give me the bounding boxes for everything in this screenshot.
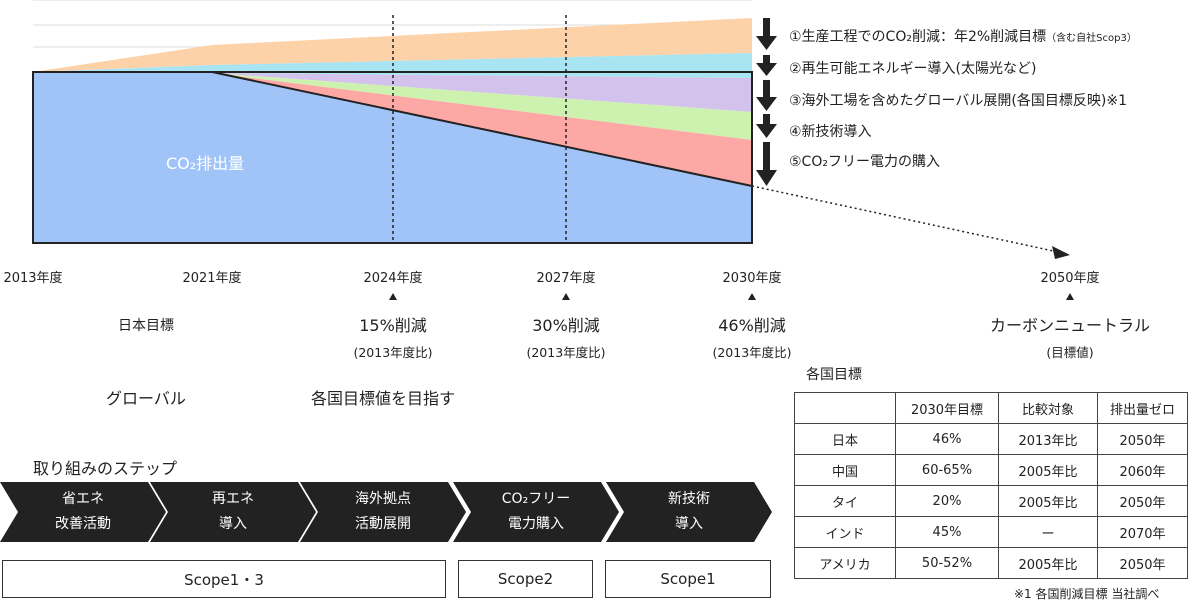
step-overseas-expansion: 海外拠点活動展開 xyxy=(300,482,466,542)
milestone-note: (2013年度比) xyxy=(526,345,606,360)
table-cell: 2005年比 xyxy=(998,485,1098,517)
table-cell: 46% xyxy=(895,423,999,455)
table-cell: 2050年 xyxy=(1097,485,1188,517)
down-arrow-4 xyxy=(756,114,777,138)
table-cell: タイ xyxy=(794,485,896,517)
step-line: 導入 xyxy=(675,516,703,532)
milestone-marker-icon xyxy=(748,293,756,300)
scope-2-box: Scope2 xyxy=(458,560,593,598)
steps-title: 取り組みのステップ xyxy=(33,459,178,478)
step-renewable-energy: 再エネ導入 xyxy=(150,482,316,542)
milestone-marker-icon xyxy=(389,293,397,300)
table-row: インド 45% ー 2070年 xyxy=(794,516,1188,548)
co2-emissions-area xyxy=(33,72,752,243)
down-arrow-3 xyxy=(756,80,777,111)
milestone-note: (2013年度比) xyxy=(353,345,433,360)
table-footnote: ※1 各国削減目標 当社調べ xyxy=(1014,587,1160,601)
table-cell: 日本 xyxy=(794,423,896,455)
scope-1-3-box: Scope1・3 xyxy=(2,560,446,598)
country-goals-table: 2030年目標 比較対象 排出量ゼロ 日本 46% 2013年比 2050年 中… xyxy=(794,392,1188,579)
year-label-2050: 2050年度 xyxy=(1040,271,1100,286)
milestone-marker-icon xyxy=(1066,293,1074,300)
down-arrow-1 xyxy=(756,18,777,50)
co2-emissions-label: CO₂排出量 xyxy=(166,154,245,173)
step-line: 改善活動 xyxy=(55,516,111,532)
milestone-note: (目標値) xyxy=(1046,345,1094,360)
table-cell: 2013年比 xyxy=(998,423,1098,455)
table-cell: 20% xyxy=(895,485,999,517)
step-line: 新技術 xyxy=(668,491,710,507)
projection-arrowhead xyxy=(1052,246,1070,259)
milestone-marker-icon xyxy=(562,293,570,300)
table-header: 比較対象 xyxy=(998,392,1098,424)
table-cell: ー xyxy=(998,516,1098,548)
year-label-2013: 2013年度 xyxy=(3,271,63,286)
step-line: 電力購入 xyxy=(507,516,564,532)
milestone-note: (2013年度比) xyxy=(712,345,792,360)
year-label-2027: 2027年度 xyxy=(536,271,596,286)
table-cell: 45% xyxy=(895,516,999,548)
table-cell: アメリカ xyxy=(794,547,896,579)
table-cell: 2005年比 xyxy=(998,547,1098,579)
table-cell: 2070年 xyxy=(1097,516,1188,548)
table-title: 各国目標 xyxy=(806,367,862,383)
global-label: グローバル xyxy=(106,389,186,408)
step-line: CO₂フリー xyxy=(501,491,571,507)
milestone-value: 46%削減 xyxy=(718,316,786,335)
projection-dotted-line xyxy=(751,185,1059,253)
year-label-2030: 2030年度 xyxy=(722,271,782,286)
table-cell: 60-65% xyxy=(895,454,999,486)
legend-note: （含む自社Scop3） xyxy=(1046,33,1137,44)
milestone-value: 30%削減 xyxy=(532,316,600,335)
step-line: 導入 xyxy=(219,516,247,532)
step-line: 活動展開 xyxy=(355,516,411,532)
table-row: 中国 60-65% 2005年比 2060年 xyxy=(794,454,1188,486)
legend-item-1: ①生産工程でのCO₂削減：年2%削減目標（含む自社Scop3） xyxy=(789,26,1137,46)
table-cell: 2060年 xyxy=(1097,454,1188,486)
year-label-2024: 2024年度 xyxy=(363,271,423,286)
legend-item-4: ④新技術導入 xyxy=(789,124,872,140)
table-cell: 2050年 xyxy=(1097,423,1188,455)
table-header: 2030年目標 xyxy=(895,392,999,424)
table-header: 排出量ゼロ xyxy=(1097,392,1188,424)
step-line: 再エネ xyxy=(212,491,254,507)
table-row: 日本 46% 2013年比 2050年 xyxy=(794,423,1188,455)
legend-item-2: ②再生可能エネルギー導入(太陽光など) xyxy=(789,61,1037,77)
table-header-row: 2030年目標 比較対象 排出量ゼロ xyxy=(794,392,1188,424)
step-energy-saving: 省エネ改善活動 xyxy=(0,482,166,542)
step-new-technology: 新技術導入 xyxy=(606,482,772,542)
legend-label: ①生産工程でのCO₂削減：年2%削減目標 xyxy=(789,29,1047,45)
milestone-2030: 46%削減 (2013年度比) xyxy=(712,312,791,361)
step-line: 海外拠点 xyxy=(355,491,411,507)
table-header xyxy=(794,392,896,424)
milestone-2024: 15%削減 (2013年度比) xyxy=(353,312,432,361)
table-cell: 2005年比 xyxy=(998,454,1098,486)
milestone-value: カーボンニュートラル xyxy=(989,316,1151,335)
legend-item-5: ⑤CO₂フリー電力の購入 xyxy=(789,154,940,170)
japan-goal-label: 日本目標 xyxy=(118,318,174,334)
table-cell: 2050年 xyxy=(1097,547,1188,579)
down-arrow-5 xyxy=(756,142,777,186)
table-row: タイ 20% 2005年比 2050年 xyxy=(794,485,1188,517)
emission-trend-line xyxy=(211,71,753,187)
milestone-2027: 30%削減 (2013年度比) xyxy=(526,312,605,361)
legend-item-3: ③海外工場を含めたグローバル展開(各国目標反映)※1 xyxy=(789,93,1127,109)
table-cell: インド xyxy=(794,516,896,548)
table-row: アメリカ 50-52% 2005年比 2050年 xyxy=(794,547,1188,579)
reduction-chart xyxy=(32,0,1070,259)
milestone-2050: カーボンニュートラル (目標値) xyxy=(990,312,1150,361)
table-cell: 50-52% xyxy=(895,547,999,579)
down-arrow-2 xyxy=(756,55,777,76)
table-cell: 中国 xyxy=(794,454,896,486)
scope-1-box: Scope1 xyxy=(605,560,771,598)
global-goal-label: 各国目標値を目指す xyxy=(311,389,456,408)
milestone-value: 15%削減 xyxy=(359,316,427,335)
year-label-2021: 2021年度 xyxy=(182,271,242,286)
step-line: 省エネ xyxy=(62,491,104,507)
step-co2-free-power: CO₂フリー電力購入 xyxy=(453,482,619,542)
